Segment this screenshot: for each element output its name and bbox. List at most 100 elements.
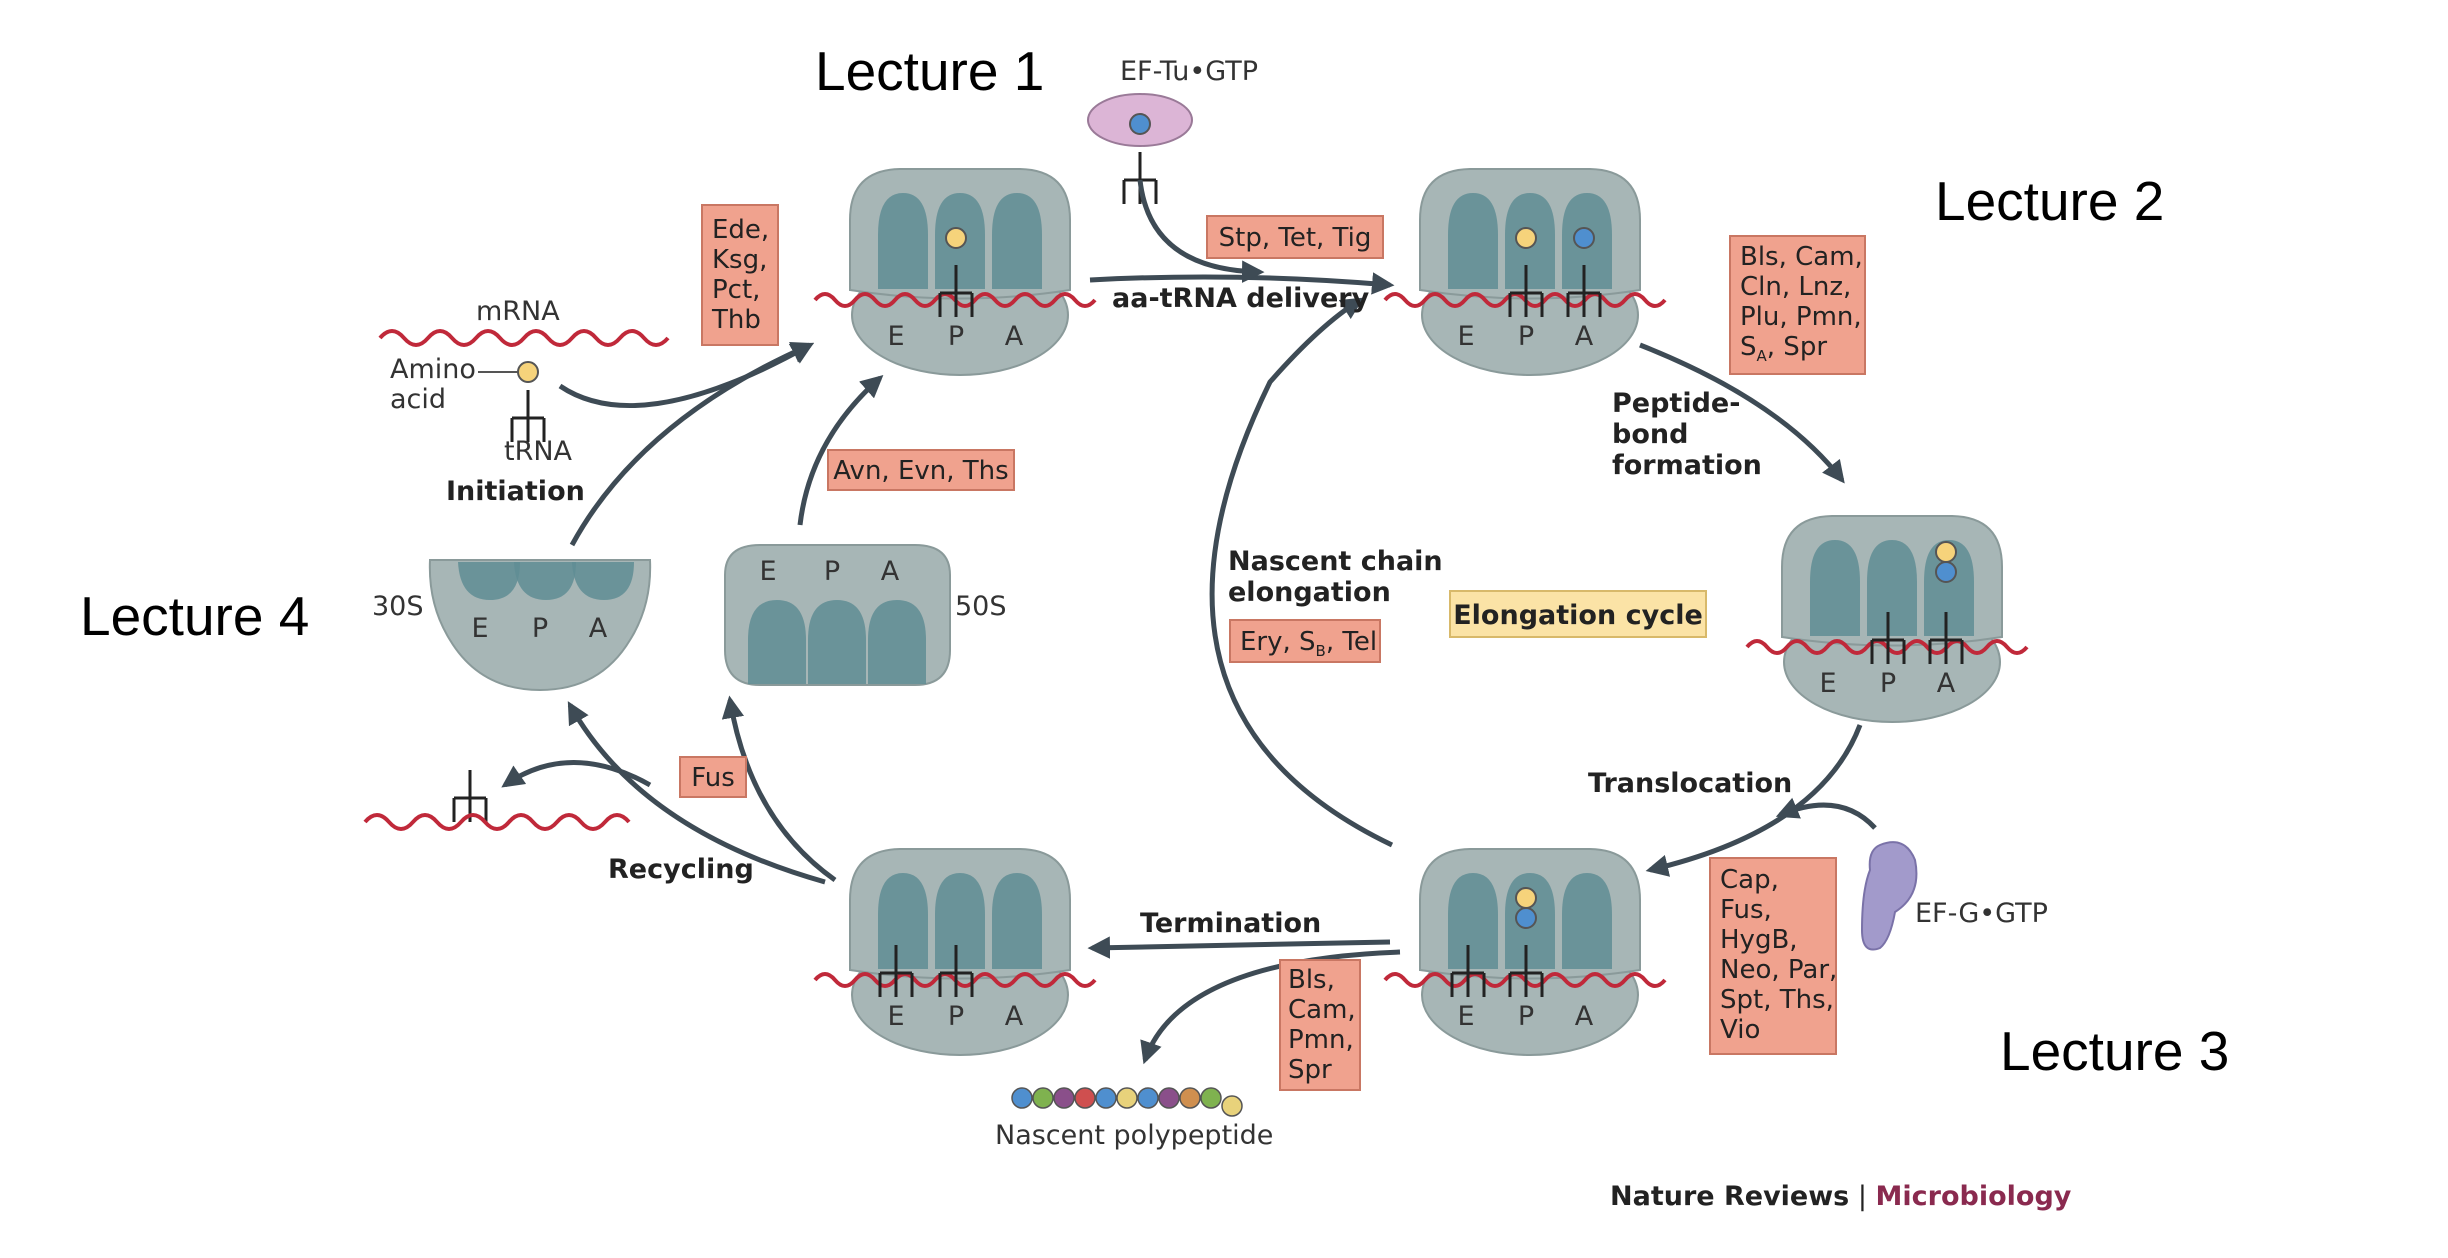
antibiotic-line: Stp, Tet, Tig xyxy=(1219,223,1372,253)
label-termination: Termination xyxy=(1140,908,1321,939)
antibiotic-line: Pct, xyxy=(712,275,760,305)
amino-acid-bead xyxy=(1074,1087,1096,1109)
amino-acid-bead xyxy=(1032,1087,1054,1109)
amino-acid-icon xyxy=(1515,227,1537,249)
antibiotic-line: HygB, xyxy=(1720,925,1798,955)
elongation-cycle-label: Elongation cycle xyxy=(1453,600,1703,631)
site-a: A xyxy=(1937,668,1956,699)
antibiotic-line: Spr xyxy=(1288,1055,1332,1085)
amino-acid-bead xyxy=(1221,1095,1243,1117)
subunit-30s: E P A 30S xyxy=(372,559,652,692)
site-e: E xyxy=(1457,321,1474,352)
journal-credit: Nature Reviews | Microbiology xyxy=(1610,1181,2072,1212)
label-nascent-chain-2: elongation xyxy=(1228,577,1391,608)
antibiotic-box-initiation: Ede, Ksg, Pct, Thb xyxy=(701,204,779,346)
antibiotic-line: Pmn, xyxy=(1288,1025,1354,1055)
amino-acid-icon xyxy=(1515,907,1537,929)
elongation-cycle-box: Elongation cycle xyxy=(1449,590,1707,638)
antibiotic-line: Fus, xyxy=(1720,895,1772,925)
antibiotic-box-peptide-bond: Bls, Cam, Cln, Lnz, Plu, Pmn, SA, Spr xyxy=(1729,235,1866,375)
antibiotic-line: Ksg, xyxy=(712,245,767,275)
subunit-50s-label: 50S xyxy=(955,591,1007,622)
arrow-termination xyxy=(1087,936,1391,959)
arrow-50s-join xyxy=(797,375,884,526)
antibiotic-line: Thb xyxy=(711,305,761,335)
ribosome-delivery: E P A xyxy=(1383,167,1667,377)
amino-acid-bead xyxy=(1158,1087,1180,1109)
antibiotic-box-subunit-join: Avn, Evn, Ths xyxy=(827,449,1015,491)
ef-g-gtp: EF-G•GTP xyxy=(1860,841,2048,951)
site-a: A xyxy=(1005,321,1024,352)
lecture-3-label: Lecture 3 xyxy=(2000,1020,2229,1082)
mrna-label: mRNA xyxy=(476,296,560,327)
site-p: P xyxy=(1880,668,1896,699)
nascent-polypeptide xyxy=(1011,1087,1243,1117)
antibiotic-line: Cln, Lnz, xyxy=(1740,272,1851,302)
label-nascent-chain: Nascent chain xyxy=(1228,546,1443,577)
site-p: P xyxy=(532,613,548,644)
amino-acid-bead xyxy=(1200,1087,1222,1109)
antibiotic-line: SA, Spr xyxy=(1740,332,1827,365)
antibiotic-line: Avn, Evn, Ths xyxy=(833,456,1008,486)
site-p: P xyxy=(1518,321,1534,352)
arrow-nascent-chain-elongation xyxy=(1209,297,1394,848)
arrow-trna-release xyxy=(501,760,652,788)
arrow-ef-g-release xyxy=(1775,797,1877,830)
amino-acid-bead xyxy=(1116,1087,1138,1109)
lecture-4-label: Lecture 4 xyxy=(80,585,309,647)
antibiotic-line: Cam, xyxy=(1288,995,1356,1025)
site-e: E xyxy=(887,1001,904,1032)
ef-g-label: EF-G•GTP xyxy=(1915,898,2048,929)
antibiotic-line: Bls, Cam, xyxy=(1740,242,1863,272)
label-peptide-bond-3: formation xyxy=(1612,450,1762,481)
amino-acid-icon xyxy=(1573,227,1595,249)
arrow-30s-release xyxy=(567,701,826,885)
amino-acid-icon xyxy=(1935,561,1957,583)
antibiotic-line: Fus xyxy=(691,763,735,793)
amino-acid-icon xyxy=(1935,541,1957,563)
antibiotic-box-delivery: Stp, Tet, Tig xyxy=(1206,215,1384,259)
antibiotic-line: Neo, Par, xyxy=(1720,955,1837,985)
antibiotic-line: Ery, SB, Tel xyxy=(1240,627,1377,660)
antibiotic-line: Vio xyxy=(1720,1015,1760,1045)
ribosome-translocated: E P A xyxy=(1383,847,1667,1057)
site-a: A xyxy=(881,556,900,587)
label-peptide-bond-2: bond xyxy=(1612,419,1688,450)
site-p: P xyxy=(948,1001,964,1032)
amino-acid-icon xyxy=(945,227,967,249)
amino-acid-bead xyxy=(1095,1087,1117,1109)
antibiotic-box-translocation: Cap, Fus, HygB, Neo, Par, Spt, Ths, Vio xyxy=(1709,857,1837,1055)
antibiotic-line: Cap, xyxy=(1720,865,1779,895)
arrow-aa-trna-join xyxy=(558,342,814,409)
antibiotic-line: Spt, Ths, xyxy=(1720,985,1834,1015)
site-a: A xyxy=(589,613,608,644)
label-peptide-bond: Peptide- xyxy=(1612,388,1740,419)
lecture-2-label: Lecture 2 xyxy=(1935,170,2164,232)
site-p: P xyxy=(824,556,840,587)
amino-acid-bead xyxy=(1011,1087,1033,1109)
ribosome-peptide-bond: E P A xyxy=(1745,514,2029,724)
arrow-aa-trna-delivery xyxy=(1089,272,1395,295)
site-a: A xyxy=(1575,321,1594,352)
ef-g-icon xyxy=(1860,841,1918,951)
arrow-peptide-bond xyxy=(1639,342,1845,484)
label-aa-trna-delivery: aa-tRNA delivery xyxy=(1112,283,1370,314)
amino-acid-bead xyxy=(1179,1087,1201,1109)
antibiotic-line: Bls, xyxy=(1288,965,1335,995)
site-p: P xyxy=(1518,1001,1534,1032)
subunit-30s-label: 30S xyxy=(372,591,424,622)
label-translocation: Translocation xyxy=(1588,768,1792,799)
amino-acid-bead xyxy=(1137,1087,1159,1109)
arrow-initiation xyxy=(569,341,815,547)
antibiotic-box-recycling: Fus xyxy=(679,756,747,798)
arrow-50s-release xyxy=(721,695,837,883)
antibiotic-line: Ede, xyxy=(712,215,769,245)
antibiotic-line: Plu, Pmn, xyxy=(1740,302,1862,332)
site-e: E xyxy=(887,321,904,352)
arrow-ef-tu-entry xyxy=(1137,179,1265,283)
ribosome-initiation: E P A xyxy=(813,167,1097,377)
nascent-polypeptide-label: Nascent polypeptide xyxy=(995,1120,1273,1151)
site-e: E xyxy=(1457,1001,1474,1032)
subunit-50s: E P A 50S xyxy=(724,544,1007,686)
trna-icon xyxy=(1122,150,1158,206)
